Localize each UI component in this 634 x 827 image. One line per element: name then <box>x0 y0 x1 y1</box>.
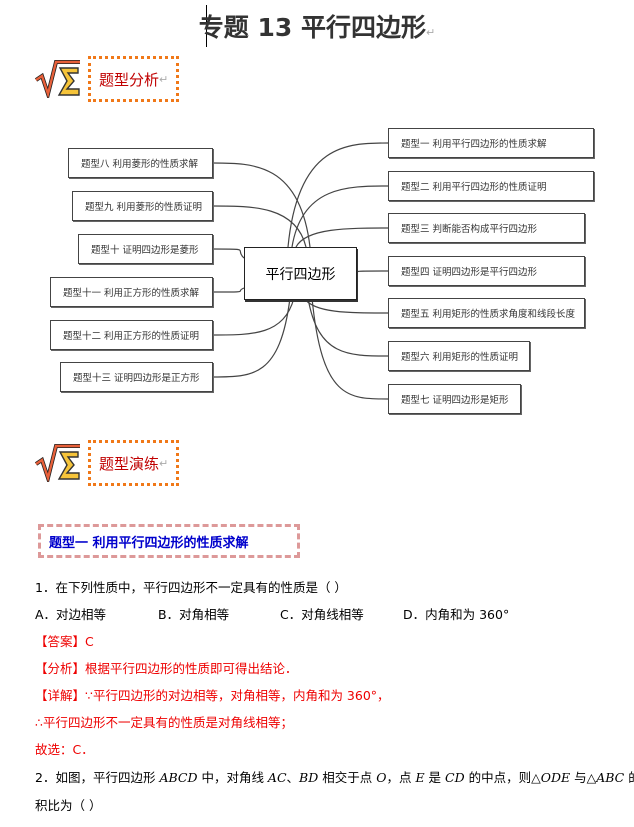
mind-map-node: 题型十一 利用正方形的性质求解 <box>50 277 213 307</box>
page-title: 专题 13 平行四边形↵ <box>198 13 436 42</box>
section-heading-analysis: 题型分析↵ <box>88 56 180 102</box>
mind-map-node: 题型二 利用平行四边形的性质证明 <box>388 171 594 201</box>
mind-map: 平行四边形 题型一 利用平行四边形的性质求解题型二 利用平行四边形的性质证明题型… <box>50 128 594 414</box>
mind-map-connector <box>295 227 389 248</box>
mind-map-connector <box>354 270 389 273</box>
mind-map-node: 题型十二 利用正方形的性质证明 <box>50 320 213 350</box>
mind-map-node: 题型十 证明四边形是菱形 <box>78 234 213 264</box>
analysis: 【分析】根据平行四边形的性质即可得出结论． <box>35 661 298 676</box>
option-a: A．对边相等 <box>35 607 107 622</box>
sqrt-sigma-icon <box>34 444 80 482</box>
mind-map-connector <box>212 297 295 336</box>
mind-map-connector <box>212 287 245 293</box>
mind-map-connector <box>303 297 389 314</box>
mind-map-connector <box>212 162 311 248</box>
mind-map-node: 题型八 利用菱形的性质求解 <box>68 148 213 178</box>
answer: 【答案】C <box>35 634 94 649</box>
question-2-stem: 2．如图，平行四边形 ABCD 中，对角线 AC、BD 相交于点 O，点 E 是… <box>35 770 634 785</box>
mind-map-connector <box>311 297 389 400</box>
mind-map-connectors <box>212 142 389 400</box>
text-cursor <box>206 5 207 47</box>
sqrt-sigma-icon <box>34 60 80 98</box>
mind-map-node: 题型五 利用矩形的性质求角度和线段长度 <box>388 298 585 328</box>
detail: 【详解】∵平行四边形的对边相等，对角相等，内角和为 360°， <box>35 688 390 703</box>
mind-map-node: 题型九 利用菱形的性质证明 <box>72 191 213 221</box>
mind-map-node: 题型十三 证明四边形是正方形 <box>60 362 213 392</box>
mind-map-node: 题型七 证明四边形是矩形 <box>388 384 521 414</box>
mind-map-node: 题型三 判断能否构成平行四边形 <box>388 213 585 243</box>
mind-map-connector <box>287 142 389 248</box>
mind-map-connector <box>212 297 291 378</box>
mind-map-connector <box>307 297 389 357</box>
section-heading-practice: 题型演练↵ <box>88 440 180 486</box>
mind-map-node: 题型六 利用矩形的性质证明 <box>388 341 530 371</box>
option-c: C．对角线相等 <box>280 607 364 622</box>
topic-heading: 题型一 利用平行四边形的性质求解 <box>38 524 300 558</box>
choice: 故选：C． <box>35 742 94 757</box>
conclusion: ∴平行四边形不一定具有的性质是对角线相等； <box>35 715 293 730</box>
mind-map-node: 题型一 利用平行四边形的性质求解 <box>388 128 594 158</box>
mind-map-connector <box>212 205 307 248</box>
option-d: D．内角和为 360° <box>403 607 510 622</box>
option-b: B．对角相等 <box>158 607 230 622</box>
question-2-stem-cont: 积比为（ ） <box>35 798 102 813</box>
paragraph-mark: ↵ <box>425 26 436 39</box>
mind-map-center: 平行四边形 <box>244 247 357 300</box>
mind-map-node: 题型四 证明四边形是平行四边形 <box>388 256 585 286</box>
mind-map-connector <box>212 248 245 259</box>
question-1-stem: 1．在下列性质中，平行四边形不一定具有的性质是（ ） <box>35 580 347 595</box>
